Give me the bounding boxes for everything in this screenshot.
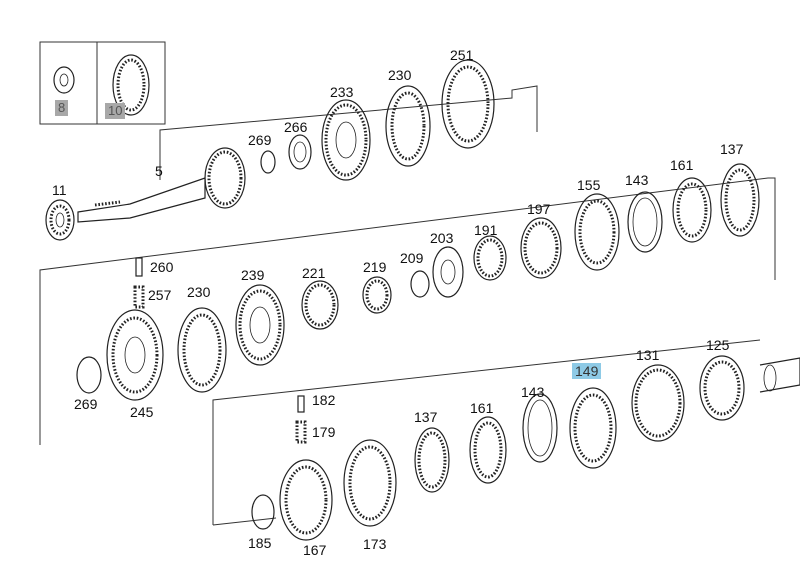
part-label-161-low: 161 [470,400,494,416]
part-label-260: 260 [150,259,174,275]
part-label-167: 167 [303,542,327,558]
part-269-snapring [260,150,276,174]
part-label-221: 221 [302,265,326,281]
part-label-219: 219 [363,259,387,275]
part-209-snapring [410,270,430,298]
part-203-washer [432,246,464,298]
part-143-ring [627,191,663,253]
upper-row-frame [159,85,538,180]
part-137-ring [720,163,760,237]
part-221-bearing [301,280,339,330]
output-shaft-stub [759,357,800,393]
part-label-233: 233 [330,84,354,100]
middle-row-frame [39,177,776,445]
part-11-bearing [45,199,75,241]
part-label-209: 209 [400,250,424,266]
part-label-143-low: 143 [521,384,545,400]
part-label-230-top: 230 [388,67,412,83]
part-149-ring [569,387,617,469]
part-239-gear [235,284,285,366]
inset-box [39,41,166,125]
part-137-ring-low [414,427,450,493]
part-label-269-top: 269 [248,132,272,148]
part-245-hub [106,309,164,401]
part-label-257: 257 [148,287,172,303]
part-label-179: 179 [312,424,336,440]
part-125-bearing [699,355,745,421]
part-155-ring [574,193,620,271]
part-label-8: 8 [55,100,69,116]
part-label-182: 182 [312,392,336,408]
part-185-ring [251,494,275,530]
part-161-ring-low [469,416,507,484]
lower-row-frame [212,339,761,526]
part-label-251: 251 [450,47,474,63]
part-233-gear [321,99,371,181]
part-label-131: 131 [636,347,660,363]
part-197-gear [520,217,562,279]
part-label-137-low: 137 [414,409,438,425]
part-161-ring [672,177,712,243]
part-219-bearing [362,276,392,314]
part-label-10: 10 [105,103,126,119]
part-269-ring-mid [76,356,102,394]
part-label-173: 173 [363,536,387,552]
part-257-spring [133,285,145,309]
part-label-269-mid: 269 [74,396,98,412]
part-label-245: 245 [130,404,154,420]
part-230-ring-mid [177,307,227,393]
part-label-11: 11 [52,182,67,198]
part-label-155: 155 [577,177,601,193]
part-label-137-top: 137 [720,141,744,157]
part-260-bolt [135,257,143,277]
part-173-ring [343,439,397,527]
part-label-203: 203 [430,230,454,246]
part-label-266: 266 [284,119,308,135]
part-label-143-top: 143 [625,172,649,188]
part-label-239: 239 [241,267,265,283]
part-179-spring [295,420,307,444]
part-label-230-mid: 230 [187,284,211,300]
part-131-gear [631,364,685,442]
part-230-ring [385,85,431,167]
part-182-bolt [297,395,305,413]
part-label-197: 197 [527,201,551,217]
part-label-161-top: 161 [670,157,694,173]
part-label-185: 185 [248,535,272,551]
part-191-bearing [473,235,507,281]
part-label-5: 5 [155,163,163,179]
part-label-191: 191 [474,222,498,238]
part-167-hub [279,459,333,541]
part-label-125: 125 [706,337,730,353]
part-143-ring-low [522,393,558,463]
part-251-sleeve [441,59,495,149]
part-label-149-selected[interactable]: 149 [572,363,602,379]
part-5-input-shaft [77,147,246,223]
part-266-bearing [288,134,312,170]
